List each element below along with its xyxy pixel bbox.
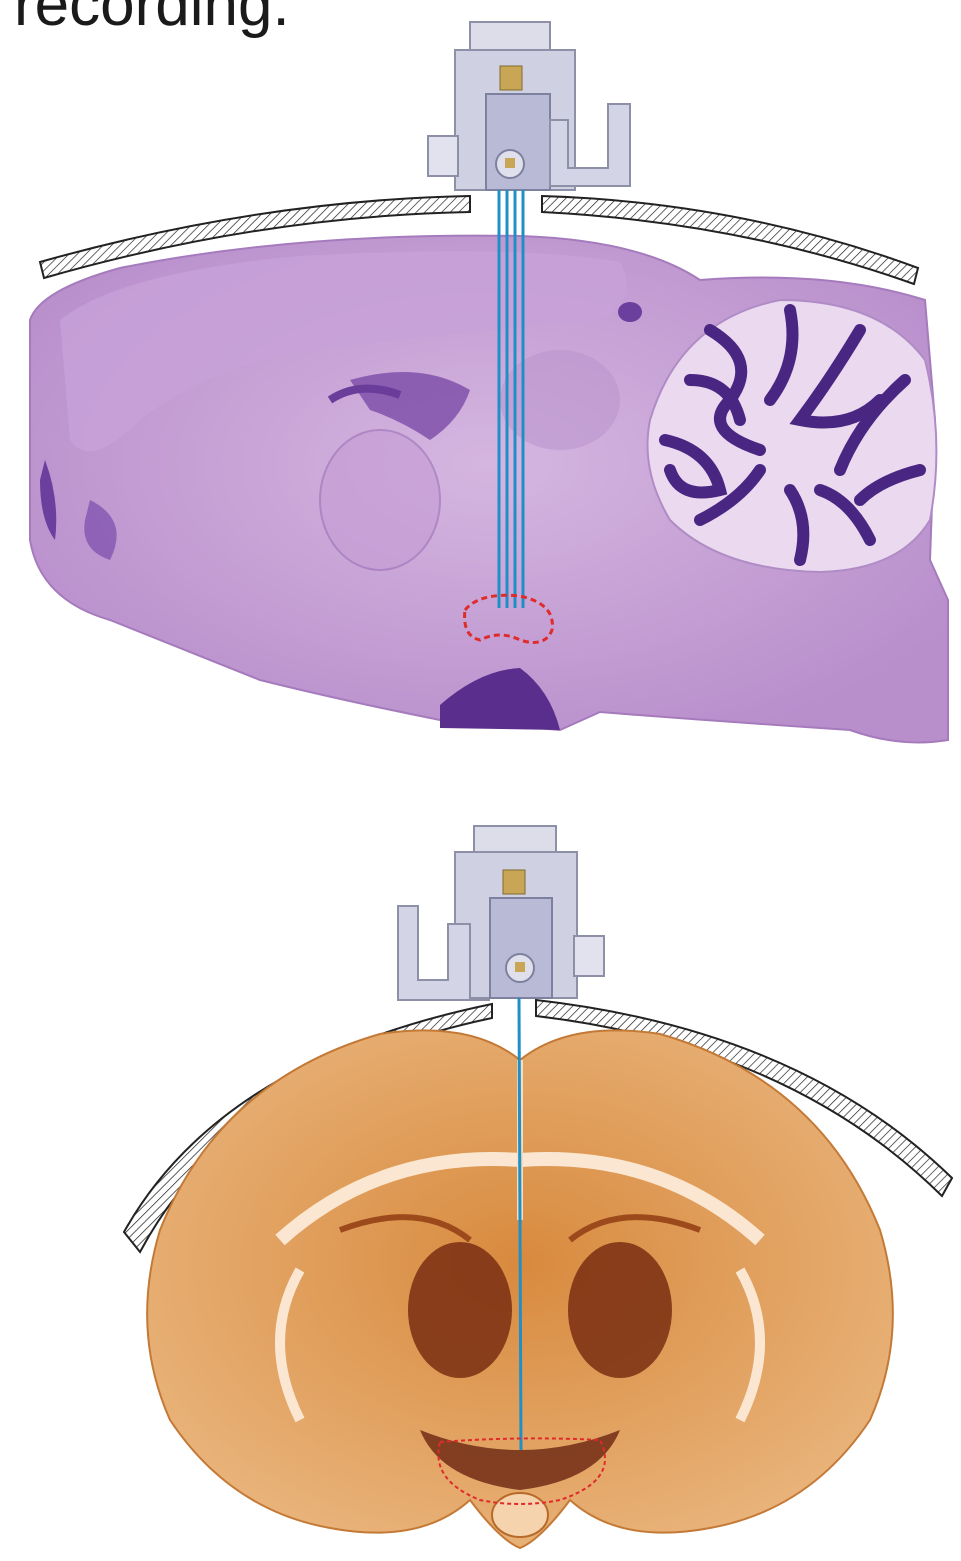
sagittal-brain-section (30, 236, 948, 743)
sagittal-panel (30, 22, 948, 742)
coronal-panel (124, 826, 952, 1548)
microdrive-implant-icon (428, 22, 630, 190)
probe-shank (519, 998, 521, 1450)
microdrive-implant-icon (398, 826, 604, 1000)
